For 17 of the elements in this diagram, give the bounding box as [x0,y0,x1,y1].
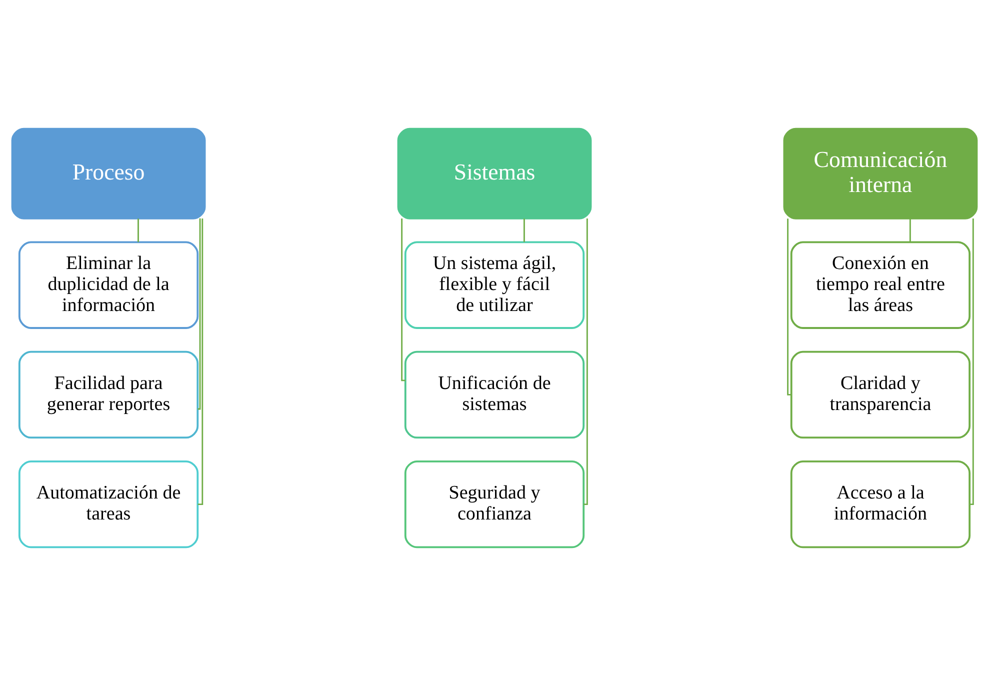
node-box: Proceso [11,128,206,220]
connector [909,218,911,242]
node-box: Seguridad y confianza [404,460,585,548]
node-box: Conexión en tiempo real entre las áreas [790,241,971,329]
connector [584,218,588,506]
node-box: Un sistema ágil, flexible y fácil de utilizar [404,241,585,329]
node-box: Acceso a la información [790,460,971,548]
connector [138,218,139,242]
node-box: Unificación de sistemas [404,350,585,439]
node-box: Automatización de tareas [18,460,199,548]
node-box: Comunicación interna [783,128,978,220]
node-box: Facilidad para generar reportes [18,350,199,439]
node-box: Sistemas [397,128,592,220]
connector [524,218,525,242]
node-box: Claridad y transparencia [790,350,971,439]
node-box: Eliminar la duplicidad de la información [18,241,199,329]
connector [198,218,201,410]
